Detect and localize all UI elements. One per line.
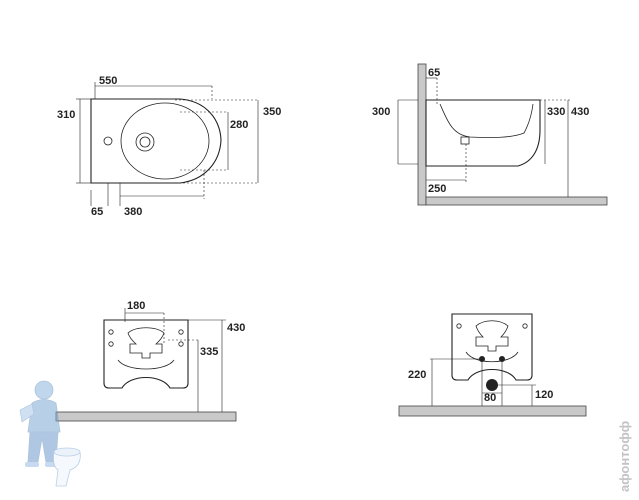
dim-label-bowl-width: 280	[230, 119, 248, 131]
front-view-base-shape	[117, 359, 175, 370]
dim-label-depth-total: 350	[263, 106, 281, 118]
top-view-drain-inner	[139, 136, 151, 148]
front-view-fixing: 180 430 335	[55, 300, 245, 422]
dim-label-height-total: 430	[571, 106, 589, 118]
front-view-bowl-shape	[127, 327, 165, 359]
dim-label-bowl-length: 380	[124, 206, 142, 218]
top-view-bowl	[120, 102, 210, 180]
dim-label-supply-height: 220	[408, 369, 426, 381]
dim-label-height-low: 300	[372, 106, 390, 118]
plumber-mascot-logo	[19, 380, 81, 487]
dim-label-fix-offset: 65	[91, 206, 103, 218]
top-view-outline	[90, 98, 222, 184]
dim-label-waste-spacing: 80	[484, 392, 496, 404]
side-view-wall	[417, 63, 427, 206]
front-view-floor	[55, 411, 237, 422]
dim-label-height-total: 430	[227, 322, 245, 334]
front-view-outline	[103, 319, 189, 389]
fixing-hole-right	[522, 323, 528, 329]
dim-label-height-rim: 330	[547, 106, 565, 118]
watermark: афонтофф	[617, 421, 632, 492]
supply-view-floor	[398, 405, 587, 417]
dim-label-fixing-height: 335	[200, 346, 218, 358]
supply-view-outline	[451, 313, 533, 381]
top-view-tap-hole	[103, 136, 113, 146]
dim-label-width: 550	[99, 75, 117, 87]
supply-view-base-shape	[465, 351, 519, 363]
side-view-drain	[460, 136, 470, 145]
dim-label-base-depth: 250	[428, 183, 446, 195]
side-view-floor	[425, 196, 608, 206]
supply-view-bowl-shape	[475, 320, 509, 352]
front-view-supply: 220 80 120	[398, 313, 587, 417]
waste-outlet	[486, 379, 498, 391]
fixing-hole-left-lower	[108, 341, 114, 347]
fixing-hole-right-upper	[178, 329, 184, 335]
watermark-text: афонтофф	[617, 421, 632, 492]
top-view: 550 310 350 280 65 380	[57, 75, 281, 218]
fixing-hole-left-upper	[108, 329, 114, 335]
side-view-outline	[425, 99, 541, 167]
side-view-bowl	[439, 103, 534, 138]
dim-label-fixing-span: 180	[127, 300, 145, 312]
top-view-drain-outer	[135, 132, 155, 152]
fixing-hole-right-lower	[178, 341, 184, 347]
side-view: 65 300 330 430 250	[372, 63, 608, 206]
dim-label-top-offset: 65	[428, 67, 440, 79]
dim-label-depth: 310	[57, 109, 75, 121]
supply-pipe-right	[499, 356, 505, 362]
dim-label-waste-height: 120	[535, 389, 553, 401]
fixing-hole-left	[456, 323, 462, 329]
